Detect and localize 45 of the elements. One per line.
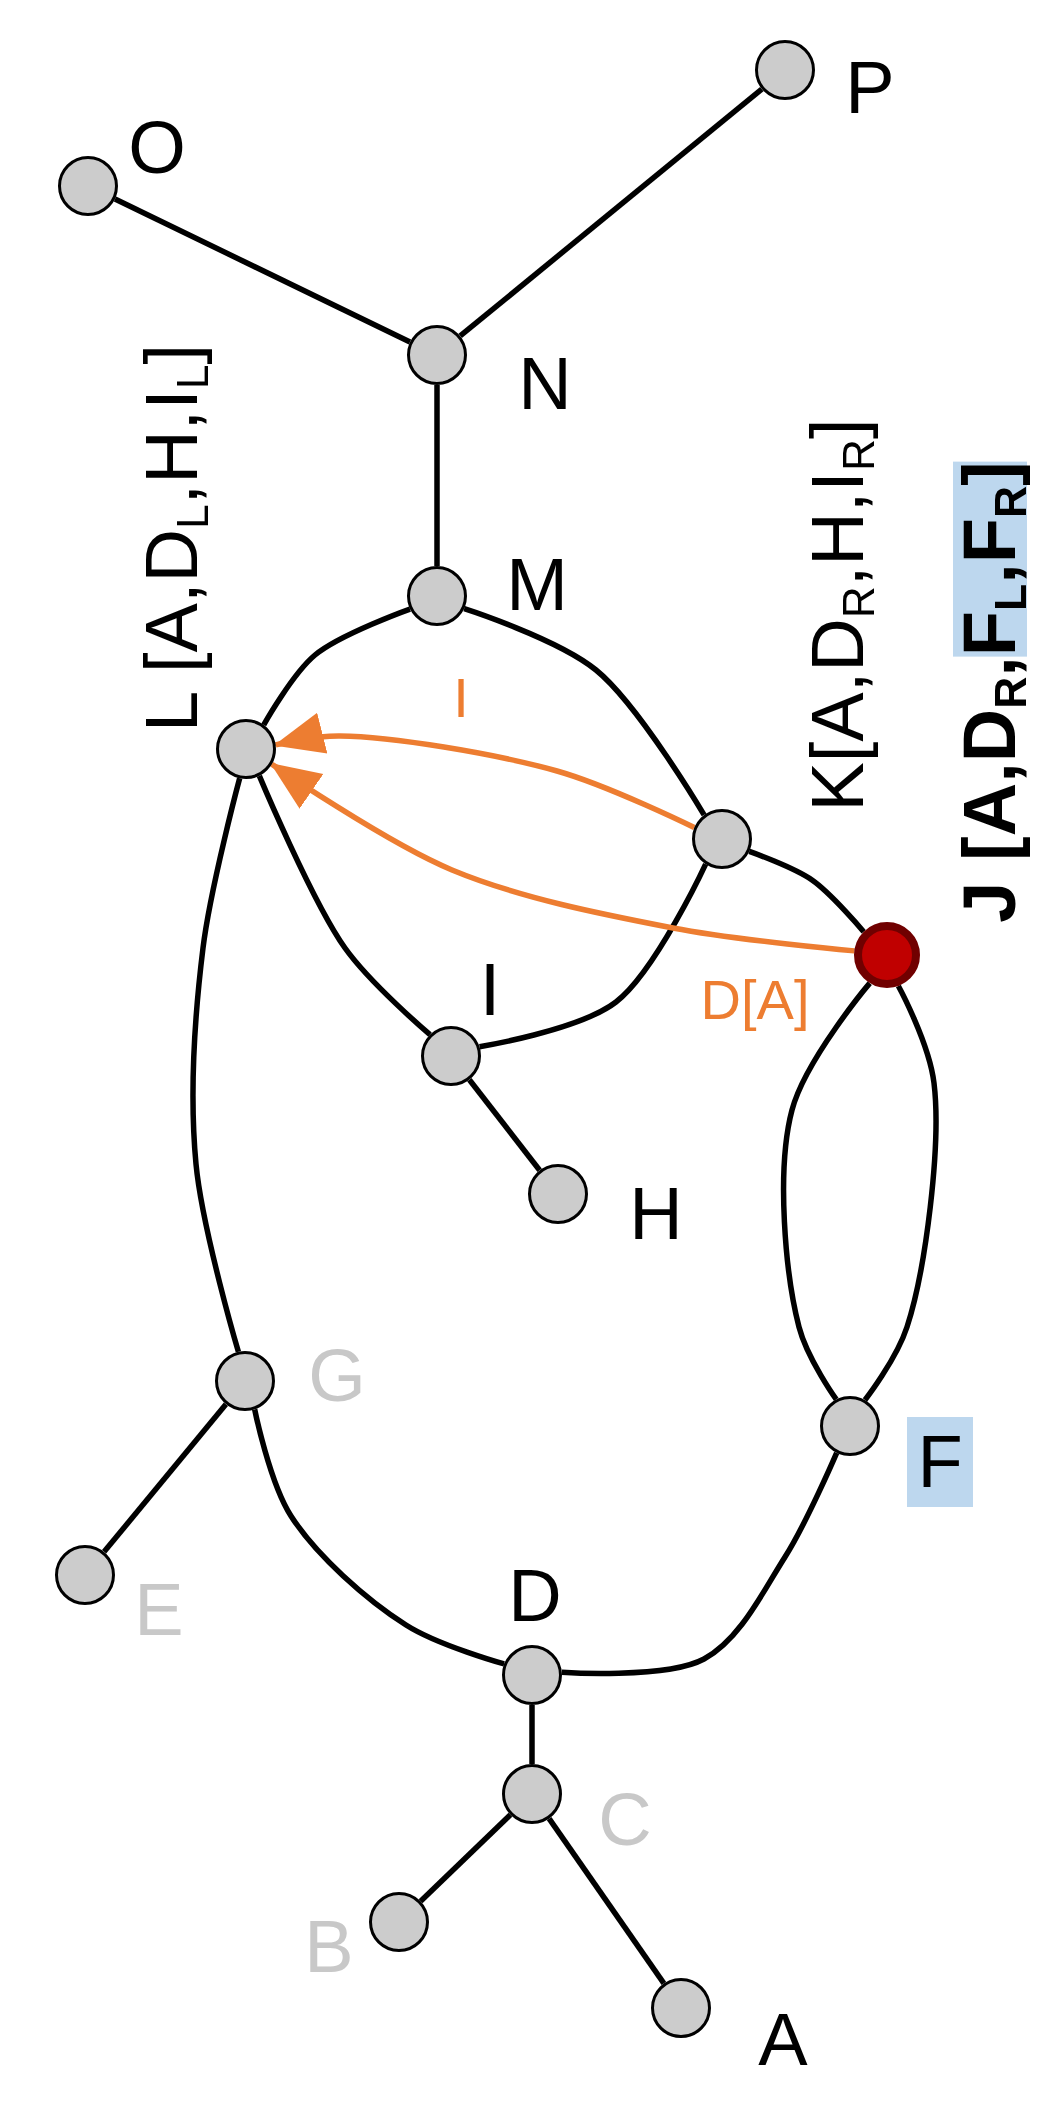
node-label: I xyxy=(479,953,501,1027)
edge-curve xyxy=(256,774,432,1037)
graph-node xyxy=(58,156,118,216)
edge-curve xyxy=(748,848,866,934)
graph-node xyxy=(407,325,467,385)
edge-curve xyxy=(467,1078,542,1172)
node-label: A xyxy=(758,2003,808,2077)
arrow xyxy=(270,761,855,954)
node-label: O xyxy=(128,111,186,185)
edge-curve xyxy=(113,196,412,345)
graph-node xyxy=(651,1978,711,2038)
edge-curve xyxy=(434,385,440,566)
edge-curve xyxy=(418,1812,513,1904)
edge-curve xyxy=(261,606,411,727)
edge-curve xyxy=(862,984,939,1402)
arrow xyxy=(273,713,696,831)
graph-node xyxy=(55,1545,115,1605)
graph-node xyxy=(369,1892,429,1952)
graph-node xyxy=(407,566,467,626)
node-label: N xyxy=(518,347,572,421)
graph-node xyxy=(215,1351,275,1411)
graph-node xyxy=(692,809,752,869)
graph-node xyxy=(421,1026,481,1086)
graph-node xyxy=(820,1396,880,1456)
graph-node xyxy=(528,1164,588,1224)
edge-curve xyxy=(561,1451,840,1677)
node-label: P xyxy=(845,51,895,125)
node-label: D xyxy=(508,1559,562,1633)
graph-node xyxy=(216,719,276,779)
edge-curve xyxy=(190,777,243,1353)
highlighted-label: F xyxy=(907,1417,973,1507)
edge-curve xyxy=(252,1408,505,1667)
selected-graph-node xyxy=(854,922,920,988)
edge-curve xyxy=(546,1817,667,1985)
graph-node xyxy=(502,1764,562,1824)
graph-node xyxy=(502,1645,562,1705)
edge-curve xyxy=(529,1705,535,1764)
graph-node xyxy=(755,40,815,100)
edge-curve xyxy=(463,606,707,817)
edge-label: I xyxy=(453,670,469,726)
edge-curve xyxy=(458,86,764,339)
edge-curve xyxy=(780,981,872,1401)
node-label: M xyxy=(506,548,568,622)
edge-curve xyxy=(479,862,709,1050)
node-label: H xyxy=(629,1177,683,1251)
